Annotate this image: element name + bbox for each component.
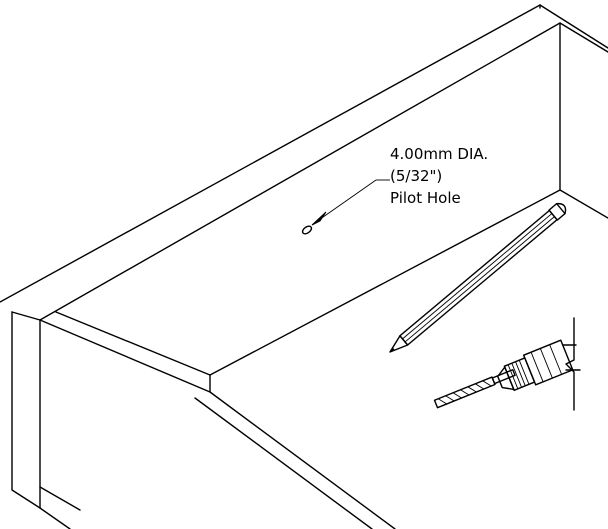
callout-diameter-mm: 4.00mm DIA. (390, 145, 489, 163)
left-side-panel (11, 311, 81, 529)
pencil-icon (389, 202, 567, 353)
callout-diameter-inch: (5/32") (390, 167, 443, 185)
callout-label: Pilot Hole (390, 189, 461, 207)
right-side-panel (559, 22, 608, 219)
back-panel-top-rail (0, 4, 608, 321)
pilot-hole-callout: 4.00mm DIA. (5/32") Pilot Hole (390, 143, 488, 209)
pilot-hole-marker (301, 179, 390, 235)
cabinet-floor (39, 189, 561, 529)
drill-icon (433, 317, 581, 411)
